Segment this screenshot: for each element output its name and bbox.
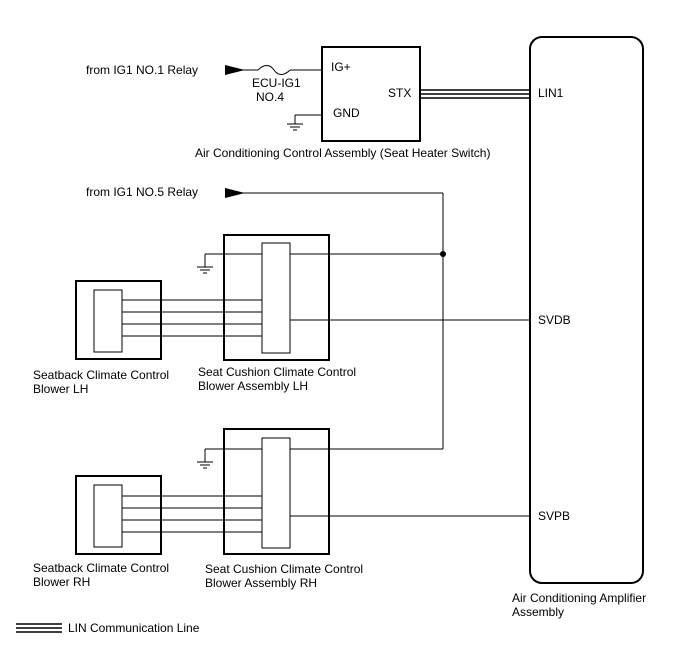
cushion-rh-label-1: Seat Cushion Climate Control	[205, 562, 363, 576]
ac-control-box	[321, 46, 421, 142]
ground-icon	[197, 461, 213, 469]
cushion-lh-label-1: Seat Cushion Climate Control	[198, 365, 356, 379]
ac-pin-ig: IG+	[331, 60, 351, 74]
amp-title-1: Air Conditioning Amplifier	[512, 591, 646, 605]
seatback-rh-label-2: Blower RH	[33, 575, 90, 589]
amp-pin-svpb: SVPB	[538, 509, 570, 523]
seatback-lh-label-2: Blower LH	[33, 382, 88, 396]
amp-pin-lin1: LIN1	[538, 86, 564, 100]
seatback-lh-inner	[93, 289, 123, 353]
fuse-icon	[257, 65, 291, 75]
cushion-rh-label-2: Blower Assembly RH	[205, 576, 317, 590]
relay5-arrow-icon	[225, 188, 245, 198]
cushion-rh-inner	[261, 437, 291, 549]
ac-pin-gnd: GND	[333, 106, 360, 120]
ac-amplifier-box	[529, 36, 644, 584]
amp-pin-svdb: SVDB	[538, 313, 571, 327]
cushion-lh-inner	[261, 242, 291, 354]
amp-title-2: Assembly	[512, 605, 564, 619]
fuse-label-1: ECU-IG1	[252, 76, 301, 90]
cushion-lh-label-2: Blower Assembly LH	[198, 379, 308, 393]
ac-control-title: Air Conditioning Control Assembly (Seat …	[195, 146, 490, 160]
legend-lin-symbol	[16, 623, 62, 633]
lin-bus	[420, 89, 530, 99]
relay5-label: from IG1 NO.5 Relay	[86, 185, 198, 199]
seatback-rh-label-1: Seatback Climate Control	[33, 561, 169, 575]
seatback-rh-inner	[93, 484, 123, 548]
ac-pin-stx: STX	[388, 86, 411, 100]
ground-icon	[287, 123, 303, 131]
legend-label: LIN Communication Line	[68, 621, 200, 635]
relay1-label: from IG1 NO.1 Relay	[86, 63, 198, 77]
relay1-arrow-icon	[225, 65, 245, 75]
ground-icon	[197, 266, 213, 274]
fuse-label-2: NO.4	[256, 90, 284, 104]
seatback-lh-label-1: Seatback Climate Control	[33, 368, 169, 382]
